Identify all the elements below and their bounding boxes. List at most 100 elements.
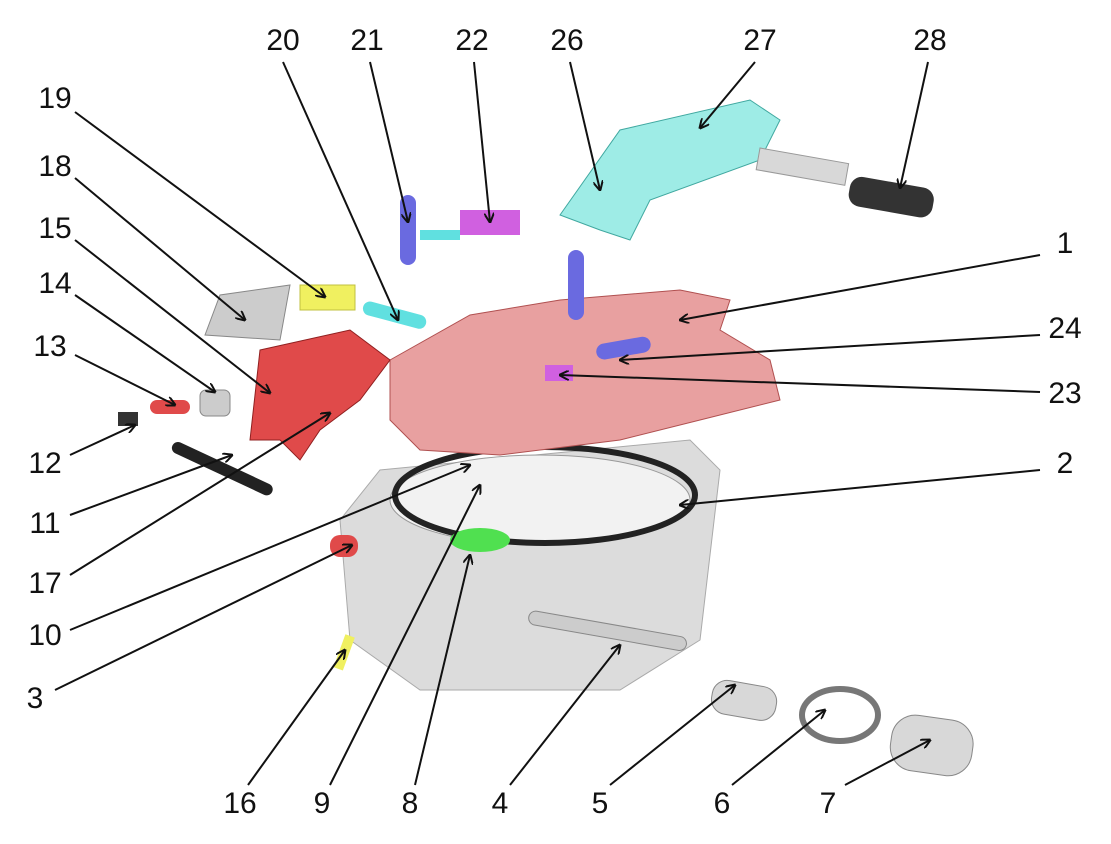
leader-line xyxy=(69,455,232,516)
leader-line xyxy=(620,334,1041,360)
arm-shaft xyxy=(755,147,850,186)
callout-14: 14 xyxy=(38,267,215,392)
callout-18: 18 xyxy=(38,150,245,320)
link-21 xyxy=(400,195,416,265)
callout-27: 27 xyxy=(700,24,777,128)
leader-line xyxy=(509,645,620,786)
plate-18 xyxy=(204,284,291,341)
leader-line xyxy=(282,61,398,320)
sleeve-5 xyxy=(710,679,778,721)
leader-line xyxy=(247,650,345,786)
callout-label: 2 xyxy=(1057,447,1074,480)
callout-label: 3 xyxy=(27,682,44,715)
leader-line xyxy=(414,555,470,786)
callout-19: 19 xyxy=(38,82,325,297)
callout-7: 7 xyxy=(820,740,930,820)
callout-4: 4 xyxy=(492,645,620,820)
leader-line xyxy=(54,545,352,691)
callout-label: 7 xyxy=(820,787,837,820)
callout-label: 17 xyxy=(28,567,61,600)
callout-label: 11 xyxy=(29,507,60,540)
callout-21: 21 xyxy=(350,24,408,222)
leader-line xyxy=(731,710,825,786)
callout-label: 12 xyxy=(28,447,61,480)
callout-label: 8 xyxy=(402,787,419,820)
callout-label: 24 xyxy=(1048,312,1081,345)
callout-2: 2 xyxy=(680,447,1073,505)
parts-layer xyxy=(118,99,974,777)
callout-22: 22 xyxy=(455,24,490,222)
callout-15: 15 xyxy=(38,212,270,393)
pin-23 xyxy=(545,365,573,381)
callout-label: 28 xyxy=(913,24,946,57)
callout-23: 23 xyxy=(560,375,1082,410)
spring-6 xyxy=(799,686,881,744)
callout-13: 13 xyxy=(33,330,175,405)
leader-line xyxy=(569,61,600,190)
callout-26: 26 xyxy=(550,24,600,190)
pin-24 xyxy=(596,336,651,360)
handle-28 xyxy=(848,176,934,218)
leader-line xyxy=(680,254,1041,320)
part-12 xyxy=(118,412,138,426)
callout-label: 15 xyxy=(38,212,71,245)
leader-line xyxy=(74,294,215,392)
pin-13 xyxy=(150,400,190,414)
callout-label: 23 xyxy=(1048,377,1081,410)
front-lever xyxy=(249,329,391,461)
callout-6: 6 xyxy=(714,710,825,820)
pin-20 xyxy=(362,301,427,329)
shaft-4 xyxy=(528,610,687,651)
pin-cyan-upper xyxy=(420,230,460,240)
leader-line xyxy=(560,375,1041,393)
cap-7 xyxy=(889,714,974,777)
leader-line xyxy=(473,61,490,222)
bushing-14 xyxy=(199,389,231,417)
callout-9: 9 xyxy=(314,485,480,820)
callout-5: 5 xyxy=(592,685,735,820)
callout-label: 18 xyxy=(38,150,71,183)
leader-line xyxy=(329,485,480,786)
leader-line xyxy=(609,685,735,786)
callout-label: 4 xyxy=(492,787,509,820)
link-upper xyxy=(568,250,584,320)
callout-label: 22 xyxy=(455,24,488,57)
leader-line xyxy=(700,61,756,128)
callout-label: 6 xyxy=(714,787,731,820)
callout-label: 5 xyxy=(592,787,609,820)
callout-17: 17 xyxy=(28,413,330,600)
callout-1: 1 xyxy=(680,227,1073,320)
callout-label: 19 xyxy=(38,82,71,115)
leader-line xyxy=(680,469,1041,505)
callout-label: 14 xyxy=(38,267,71,300)
leader-line xyxy=(369,61,408,222)
callout-16: 16 xyxy=(223,650,345,820)
callout-11: 11 xyxy=(29,455,232,540)
callout-28: 28 xyxy=(900,24,947,188)
callout-label: 10 xyxy=(28,619,61,652)
block-19 xyxy=(299,284,356,311)
callout-12: 12 xyxy=(28,425,135,480)
main-body xyxy=(389,289,781,456)
callout-8: 8 xyxy=(402,555,470,820)
leader-line xyxy=(69,413,330,576)
leader-line xyxy=(69,425,135,456)
callout-label: 27 xyxy=(743,24,776,57)
leader-line xyxy=(74,177,245,320)
green-ring-8 xyxy=(450,528,510,552)
callout-3: 3 xyxy=(27,545,352,715)
callout-label: 20 xyxy=(266,24,299,57)
callout-24: 24 xyxy=(620,312,1082,360)
leader-line xyxy=(74,354,175,405)
leader-line xyxy=(69,465,470,631)
callout-label: 21 xyxy=(350,24,383,57)
arm-cover xyxy=(559,99,781,241)
leader-line xyxy=(844,740,930,786)
leader-line xyxy=(900,61,929,188)
callout-label: 16 xyxy=(223,787,256,820)
callout-10: 10 xyxy=(28,465,470,652)
leader-line xyxy=(74,239,270,393)
